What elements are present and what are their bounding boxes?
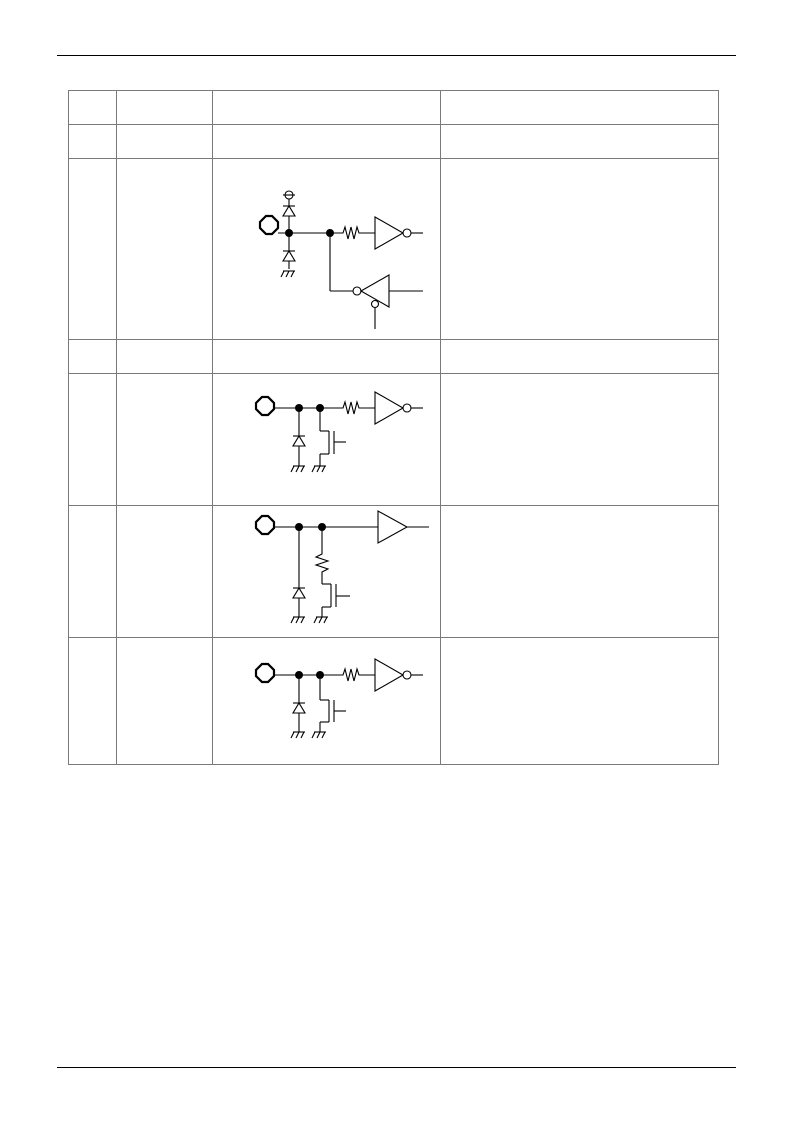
table-cell [68,505,117,638]
table-cell [68,637,117,765]
ground-icon [311,731,326,739]
octagon-pad-icon [258,214,280,236]
table-cell [116,158,213,340]
table-cell [116,637,213,765]
table-row [68,124,719,159]
ground-icon [290,616,305,624]
io-circuit-table [68,90,719,765]
table-cell [116,339,213,374]
input-pulldown-transistor-circuit [254,391,423,473]
inverter-buffer-icon [352,274,423,329]
header-cell [116,90,213,125]
table-cell [68,124,117,159]
table-cell [68,339,117,374]
inverter-buffer-icon [374,391,423,425]
octagon-pad-icon [254,395,276,417]
table-cell [116,124,213,159]
table-row [68,339,719,374]
diode-icon [292,675,306,732]
resistor-icon [330,225,375,240]
mos-transistor-icon [321,583,350,617]
ground-icon [290,465,305,473]
ground-icon [313,616,328,624]
table-row [68,637,719,765]
buffer-icon [377,510,429,544]
octagon-pad-icon [254,662,276,684]
resistor-icon [320,667,375,682]
table-row [68,158,719,340]
inverter-buffer-icon [374,216,423,250]
circuit-diagram-cell [212,637,441,765]
header-cell [68,90,117,125]
bidirectional-io-circuit [258,190,423,329]
header-cell [212,90,441,125]
table-cell [68,373,117,506]
diode-icon [282,233,296,269]
table-cell [440,373,719,506]
ground-icon [280,270,295,278]
mos-transistor-icon [319,408,346,466]
table-cell [440,339,719,374]
diode-icon [282,190,296,233]
input-pulldown-transistor-circuit [254,658,423,739]
table-cell [440,637,719,765]
header-rule [57,55,736,56]
mos-transistor-icon [319,675,346,732]
circuit-diagram-cell [212,505,441,638]
circuit-diagram-cell [212,158,441,340]
table-cell [116,373,213,506]
ground-icon [311,465,326,473]
table-cell [212,339,441,374]
input-pulldown-resistor-circuit [254,510,429,624]
inverter-buffer-icon [374,658,423,692]
table-cell [116,505,213,638]
table-cell [68,158,117,340]
ground-icon [290,731,305,739]
table-cell [440,505,719,638]
header-cell [440,90,719,125]
footer-rule [57,1067,736,1068]
resistor-icon [314,527,330,584]
table-cell [212,124,441,159]
table-cell [440,124,719,159]
circuit-diagram-cell [212,373,441,506]
resistor-icon [320,400,375,415]
table-row [68,505,719,638]
table-cell [440,158,719,340]
table-header-row [68,90,719,125]
diode-icon [292,408,306,466]
table-row [68,373,719,506]
diode-icon [292,527,306,617]
octagon-pad-icon [254,514,276,536]
